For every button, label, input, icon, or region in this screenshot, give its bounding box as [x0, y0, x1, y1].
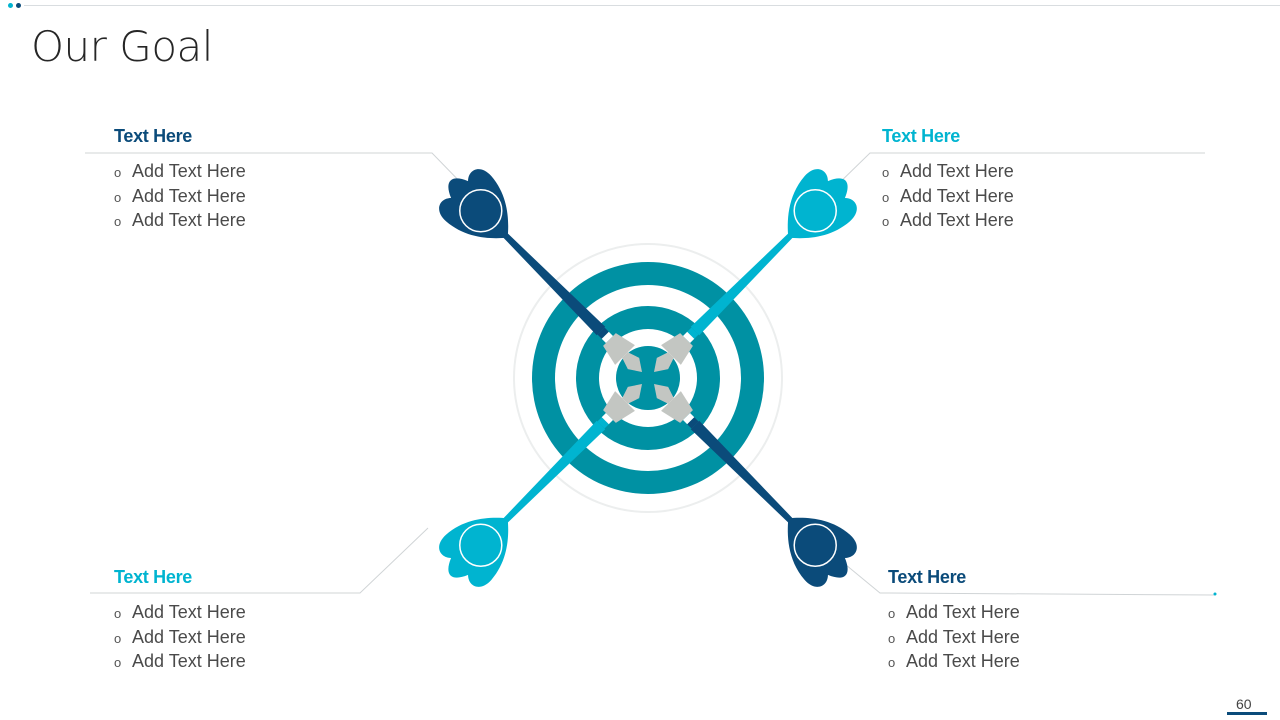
block-heading: Text Here	[114, 126, 193, 146]
connector-line-top-left	[85, 152, 469, 191]
circle-bullet-icon: o	[888, 655, 896, 670]
circle-bullet-icon: o	[114, 165, 122, 180]
connector-line-bottom-right	[839, 559, 1216, 596]
top-rule	[24, 5, 1280, 6]
dart-bottom-left	[439, 384, 642, 587]
circle-bullet-icon: o	[114, 189, 122, 205]
dart-bottom-right	[654, 384, 857, 587]
page-number: 60	[1236, 696, 1252, 712]
circle-bullet-icon: o	[114, 606, 122, 621]
connector-line-bottom-left	[90, 527, 429, 594]
block-heading: Text Here	[114, 567, 193, 587]
connector-end-dot	[1213, 592, 1217, 596]
dart-top-left	[439, 169, 642, 372]
page-title: Our Goal	[31, 22, 213, 71]
circle-bullet-icon: o	[882, 189, 890, 205]
circle-bullet-icon: o	[888, 630, 896, 646]
page-number-underline	[1227, 712, 1267, 715]
circle-bullet-icon: o	[882, 165, 890, 180]
circle-bullet-icon: o	[114, 214, 122, 229]
dart-top-right	[654, 169, 857, 372]
connector-line-top-right	[831, 152, 1205, 191]
circle-bullet-icon: o	[882, 214, 890, 229]
circle-bullet-icon: o	[114, 655, 122, 670]
header-dot-dark	[16, 3, 21, 8]
block-heading: Text Here	[888, 567, 967, 587]
header-dot-light	[8, 3, 13, 8]
circle-bullet-icon: o	[888, 606, 896, 621]
circle-bullet-icon: o	[114, 630, 122, 646]
block-heading: Text Here	[882, 126, 961, 146]
